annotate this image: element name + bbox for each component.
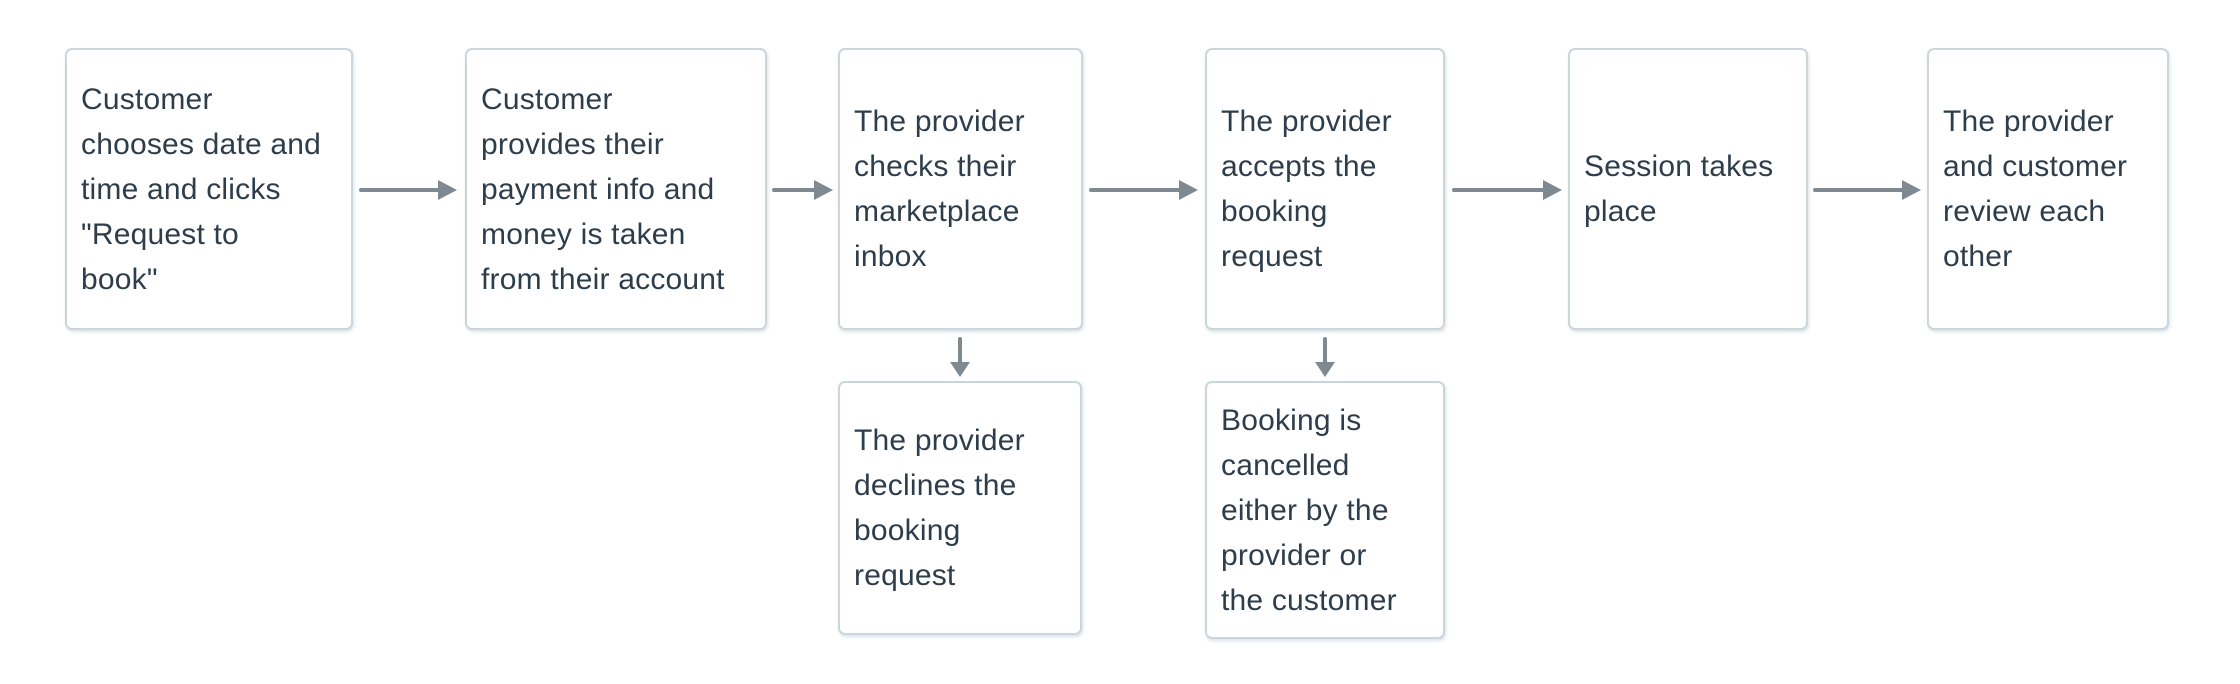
flow-branch-cancel: Booking is cancelled either by the provi… [1205,381,1445,639]
arrow-head-right-icon [814,180,833,200]
arrow-head-right-icon [1543,180,1562,200]
flow-step-2: Customer provides their payment info and… [465,48,767,330]
flow-step-3: The provider checks their marketplace in… [838,48,1083,330]
flow-step-4-label: The provider accepts the booking request [1221,105,1392,273]
arrow-line [1089,188,1182,192]
flow-step-6: The provider and customer review each ot… [1927,48,2169,330]
flow-step-6-label: The provider and customer review each ot… [1943,105,2128,273]
arrow-head-down-icon [950,362,970,377]
flow-step-5-label: Session takes place [1584,150,1774,228]
arrow-line [772,188,817,192]
arrow-line [1813,188,1905,192]
flow-step-3-label: The provider checks their marketplace in… [854,105,1025,273]
flow-branch-cancel-label: Booking is cancelled either by the provi… [1221,403,1397,617]
arrow-step-4-to-step-5-icon [1452,178,1562,202]
arrow-line [958,337,962,365]
arrow-step-4-to-cancel-icon [1313,337,1337,377]
arrow-line [1452,188,1546,192]
flow-step-4: The provider accepts the booking request [1205,48,1445,330]
arrow-step-1-to-step-2-icon [359,178,457,202]
arrow-step-5-to-step-6-icon [1813,178,1921,202]
flow-step-1: Customer chooses date and time and click… [65,48,353,330]
arrow-line [1323,337,1327,365]
flow-branch-decline: The provider declines the booking reques… [838,381,1082,635]
arrow-line [359,188,441,192]
flow-step-2-label: Customer provides their payment info and… [481,82,725,296]
arrow-step-2-to-step-3-icon [772,178,833,202]
arrow-step-3-to-decline-icon [948,337,972,377]
arrow-head-right-icon [1179,180,1198,200]
arrow-head-right-icon [438,180,457,200]
flow-step-5: Session takes place [1568,48,1808,330]
arrow-step-3-to-step-4-icon [1089,178,1198,202]
arrow-head-right-icon [1902,180,1921,200]
flow-branch-decline-label: The provider declines the booking reques… [854,424,1025,592]
flow-step-1-label: Customer chooses date and time and click… [81,82,322,296]
arrow-head-down-icon [1315,362,1335,377]
